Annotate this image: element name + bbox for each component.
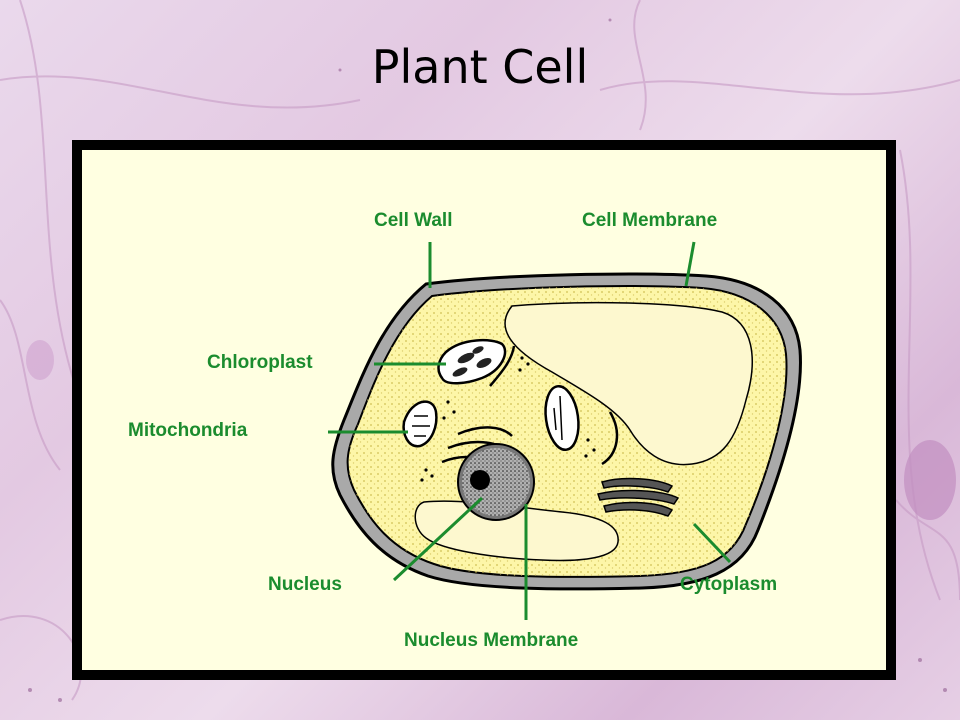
slide-title: Plant Cell bbox=[371, 40, 589, 94]
organelle-oval bbox=[544, 384, 580, 452]
label-cytoplasm: Cytoplasm bbox=[680, 574, 778, 595]
leader-lines bbox=[328, 241, 732, 620]
vacuole bbox=[504, 301, 753, 466]
golgi-apparatus bbox=[597, 477, 680, 517]
diagram-frame: Cell Wall Cell Membrane Chloroplast Mito… bbox=[72, 140, 896, 680]
label-cell-membrane: Cell Membrane bbox=[582, 210, 718, 231]
diagram-panel: Cell Wall Cell Membrane Chloroplast Mito… bbox=[82, 150, 886, 670]
lower-vacuole bbox=[414, 500, 619, 562]
label-nucleus: Nucleus bbox=[268, 574, 342, 595]
label-chloroplast: Chloroplast bbox=[207, 352, 313, 373]
plant-cell-diagram bbox=[328, 241, 802, 620]
ribosomes bbox=[420, 356, 596, 482]
label-cell-wall: Cell Wall bbox=[374, 210, 453, 231]
mitochondria bbox=[402, 400, 438, 448]
chloroplast bbox=[437, 338, 507, 385]
label-mitochondria: Mitochondria bbox=[128, 420, 248, 441]
label-nucleus-membrane: Nucleus Membrane bbox=[404, 630, 579, 651]
